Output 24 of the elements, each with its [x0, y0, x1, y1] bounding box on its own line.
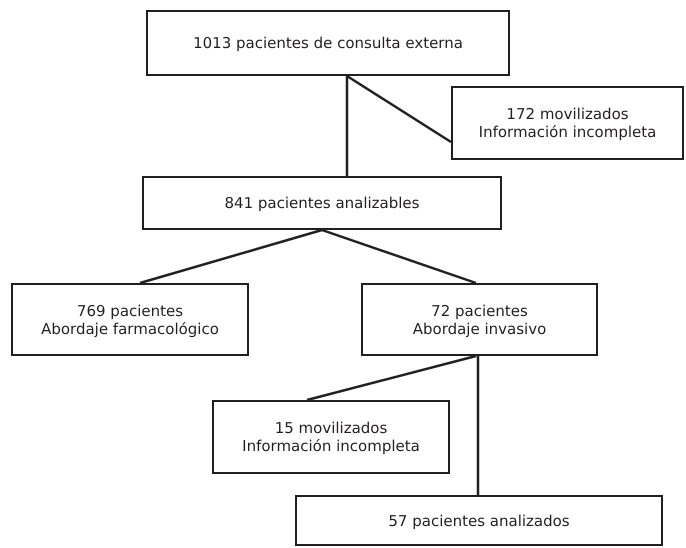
- process-box: [361, 283, 598, 356]
- process-box: [212, 400, 450, 474]
- box-text: 1013 pacientes de consulta externa: [193, 34, 463, 52]
- connector-line: [306, 354, 476, 402]
- connector-line: [476, 356, 480, 495]
- box-text: Información incompleta: [242, 437, 420, 455]
- process-box: [146, 10, 510, 76]
- process-box: [295, 495, 663, 546]
- connector-line: [140, 228, 322, 284]
- process-box: [11, 283, 249, 356]
- box-text: Abordaje farmacológico: [41, 320, 219, 338]
- process-box: [142, 176, 502, 230]
- box-text: 57 pacientes analizados: [388, 512, 570, 530]
- box-text: 72 pacientes: [431, 302, 528, 320]
- box-text: 841 pacientes analizables: [224, 194, 420, 212]
- connector-line: [322, 228, 476, 284]
- box-text: Abordaje invasivo: [412, 320, 546, 338]
- box-text: 15 movilizados: [274, 419, 388, 437]
- connector-line: [346, 76, 348, 176]
- connector-line: [346, 74, 452, 144]
- box-text: Información incompleta: [478, 123, 656, 141]
- process-box: [451, 86, 684, 160]
- box-text: 769 pacientes: [76, 302, 184, 320]
- box-text: 172 movilizados: [506, 105, 629, 123]
